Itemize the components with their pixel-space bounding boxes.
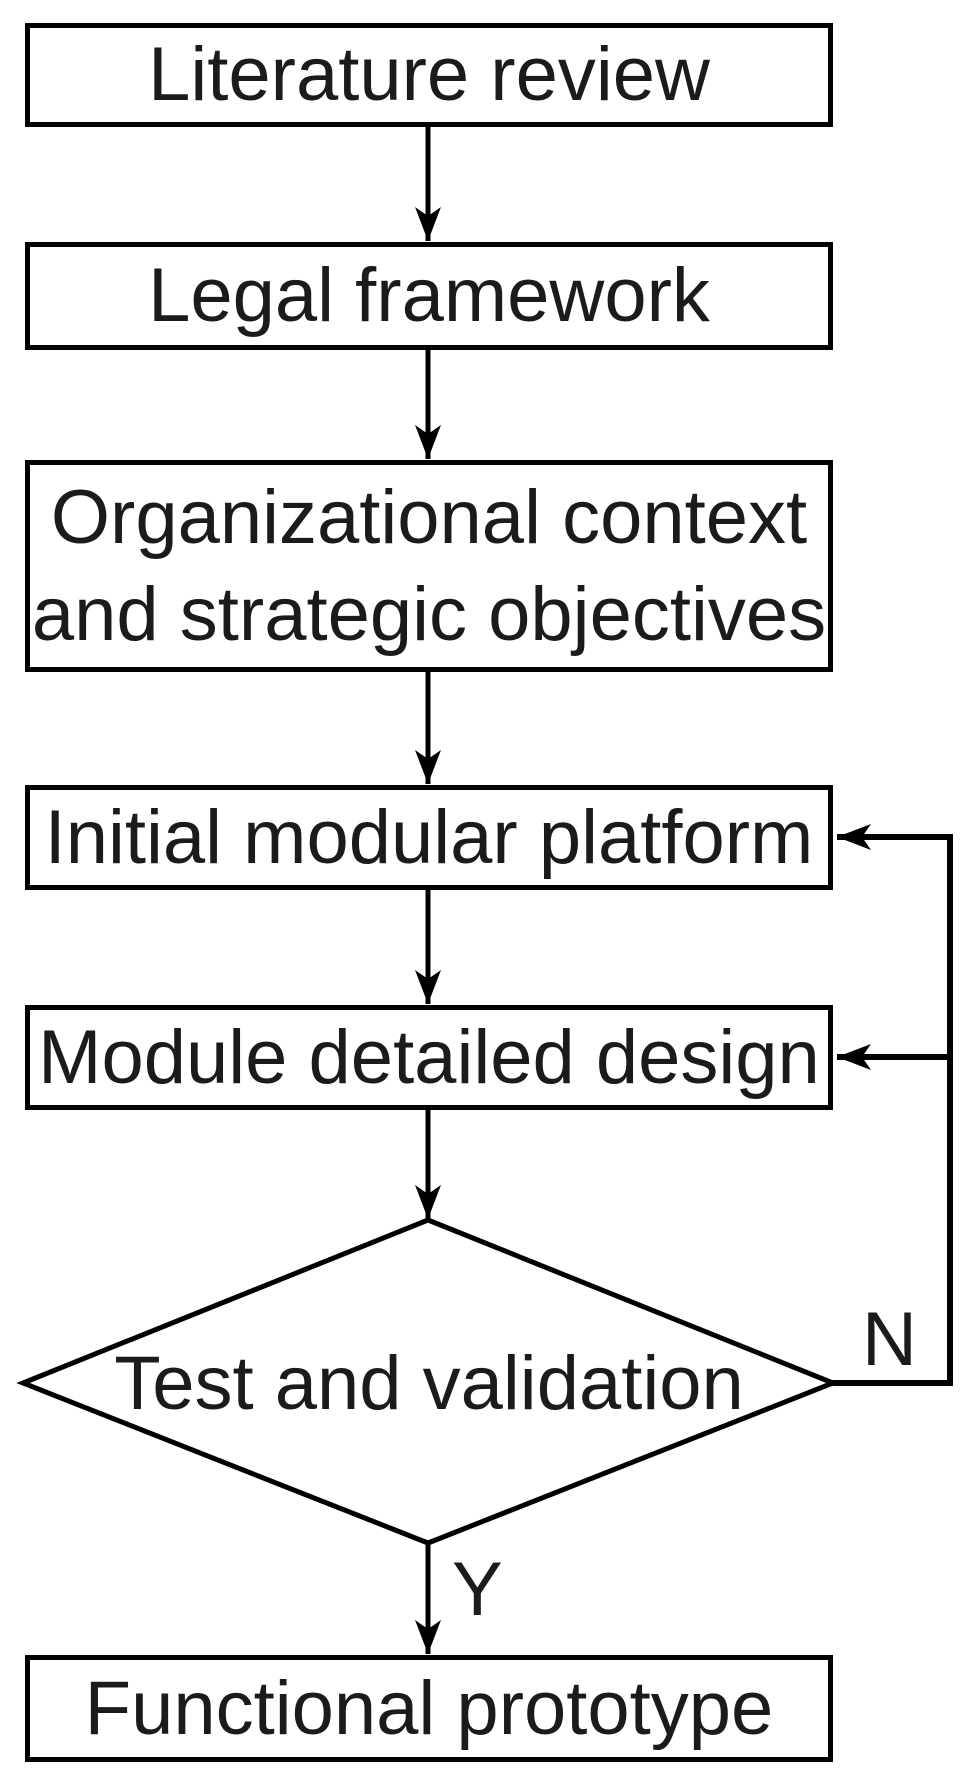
edge-label-no: N [862, 1297, 917, 1382]
org-context-line-1: Organizational context [50, 474, 808, 560]
node-test-and-validation-label: Test and validation [114, 1340, 744, 1426]
node-legal-framework: Legal framework [25, 242, 833, 350]
edge-label-yes: Y [452, 1547, 503, 1632]
node-functional-prototype: Functional prototype [25, 1655, 833, 1762]
node-literature-review-label: Literature review [148, 32, 710, 118]
feedback-line-n-to-initial [833, 824, 953, 1386]
node-test-and-validation: Test and validation [25, 1330, 833, 1436]
org-context-line-2: and strategic objectives [31, 572, 827, 657]
node-module-detailed-design: Module detailed design [25, 1005, 833, 1110]
node-legal-framework-label: Legal framework [148, 253, 710, 339]
node-organizational-context: Organizational context and strategic obj… [25, 460, 833, 672]
node-initial-modular-platform: Initial modular platform [25, 785, 833, 890]
node-module-detailed-design-label: Module detailed design [38, 1014, 820, 1100]
decision-diamond-shape [16, 1217, 840, 1546]
node-functional-prototype-label: Functional prototype [84, 1665, 774, 1751]
node-organizational-context-label: Organizational context and strategic obj… [32, 469, 826, 664]
node-literature-review: Literature review [25, 23, 833, 127]
node-initial-modular-platform-label: Initial modular platform [44, 794, 814, 880]
